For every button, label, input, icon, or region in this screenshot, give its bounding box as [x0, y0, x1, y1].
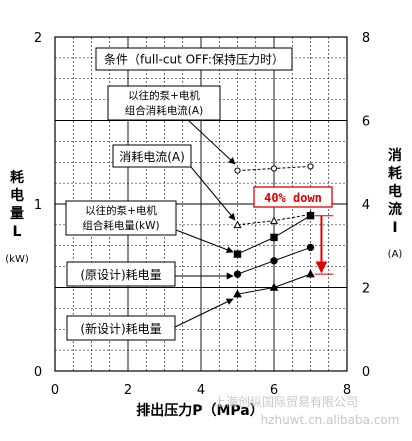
series-point-0: [234, 167, 241, 174]
series-point-4: [306, 269, 315, 278]
x-axis-label: 排出压力P（MPa）: [136, 402, 264, 419]
y-right-tick-label: 0: [362, 365, 370, 380]
annotation-text: 40% down: [264, 191, 322, 205]
legend-label-old-current-line2: 组合消耗电流(A): [125, 104, 203, 117]
y-right-tick-label: 6: [362, 115, 370, 130]
y-right-axis-label-char: I: [392, 220, 397, 236]
legend-label-new-design: (新设计)耗电量: [80, 321, 161, 336]
chart-title: 条件（full-cut OFF:保持压力时）: [104, 52, 284, 67]
x-tick-label: 0: [51, 383, 59, 398]
leader-new-design: [174, 298, 234, 328]
watermark-company: 上海创纵国际贸易有限公司: [214, 394, 358, 409]
y-right-axis-label-char: 电: [388, 183, 402, 200]
legend-label-original-design: (原设计)耗电量: [80, 268, 161, 282]
reduction-annotation: [314, 215, 334, 275]
y-left-axis-label-char: 量: [10, 206, 24, 222]
x-tick-label: 6: [270, 383, 278, 398]
series-point-4: [233, 289, 242, 298]
series-point-3: [233, 270, 242, 278]
series-point-0: [307, 163, 314, 170]
x-tick-labels: 0 2 4 6 8: [51, 383, 351, 398]
legend-box-original-design: [66, 261, 176, 287]
series-point-2: [306, 211, 315, 220]
x-tick-label: 8: [343, 383, 351, 398]
legend-box-new-design: [66, 315, 176, 341]
x-tick-label: 2: [124, 383, 132, 398]
annotation-box: [253, 186, 333, 208]
x-tick-label: 4: [197, 383, 205, 398]
leader-current: [190, 166, 236, 221]
y-left-axis-label-char: 电: [10, 187, 24, 204]
series-point-3: [306, 243, 315, 252]
leader-old-power: [175, 229, 234, 253]
series-point-1: [269, 216, 279, 224]
y-right-axis-label-char: 流: [388, 201, 402, 218]
y-left-tick-label: 1: [34, 198, 42, 213]
series-point-4: [269, 282, 279, 291]
y-right-tick-label: 8: [362, 31, 370, 46]
y-right-axis-unit: (A): [388, 249, 403, 260]
series-point-0: [270, 165, 278, 172]
legend-box-old-current: [107, 85, 221, 121]
legend-box-current: [112, 144, 192, 168]
y-left-tick-label: 2: [34, 31, 42, 46]
y-right-axis-label-char: 耗: [388, 165, 402, 182]
y-left-tick-label: 0: [34, 365, 42, 380]
y-right-axis-label-char: 消: [388, 147, 402, 164]
y-left-tick-labels: 0 1 2: [34, 31, 42, 380]
series-point-1: [233, 220, 242, 229]
leader-old-current: [187, 119, 236, 165]
y-left-axis-label-char: L: [13, 224, 22, 240]
series-point-2: [233, 250, 242, 258]
y-right-tick-label: 4: [362, 198, 370, 213]
y-left-axis-label-char: 耗: [10, 169, 24, 186]
legend-label-old-current-line1: 以往的泵+电机: [128, 89, 200, 102]
series-point-2: [270, 233, 278, 242]
y-right-tick-label: 2: [362, 282, 370, 297]
y-right-tick-labels: 0 2 4 6 8: [362, 31, 370, 380]
legend-label-old-power-line2: 组合耗电量(kW): [82, 219, 159, 232]
series-layer: [233, 163, 315, 298]
legend-label-old-power-line1: 以往的泵+电机: [85, 204, 157, 217]
legend-box-old-power: [65, 200, 177, 236]
title-box: [95, 47, 293, 71]
watermark-url: hzhuwt.cn.alibaba.com: [261, 413, 400, 427]
legend-label-current: 消耗电流(A): [119, 150, 185, 164]
y-left-axis-unit: (kW): [5, 254, 29, 265]
series-point-3: [270, 257, 278, 265]
